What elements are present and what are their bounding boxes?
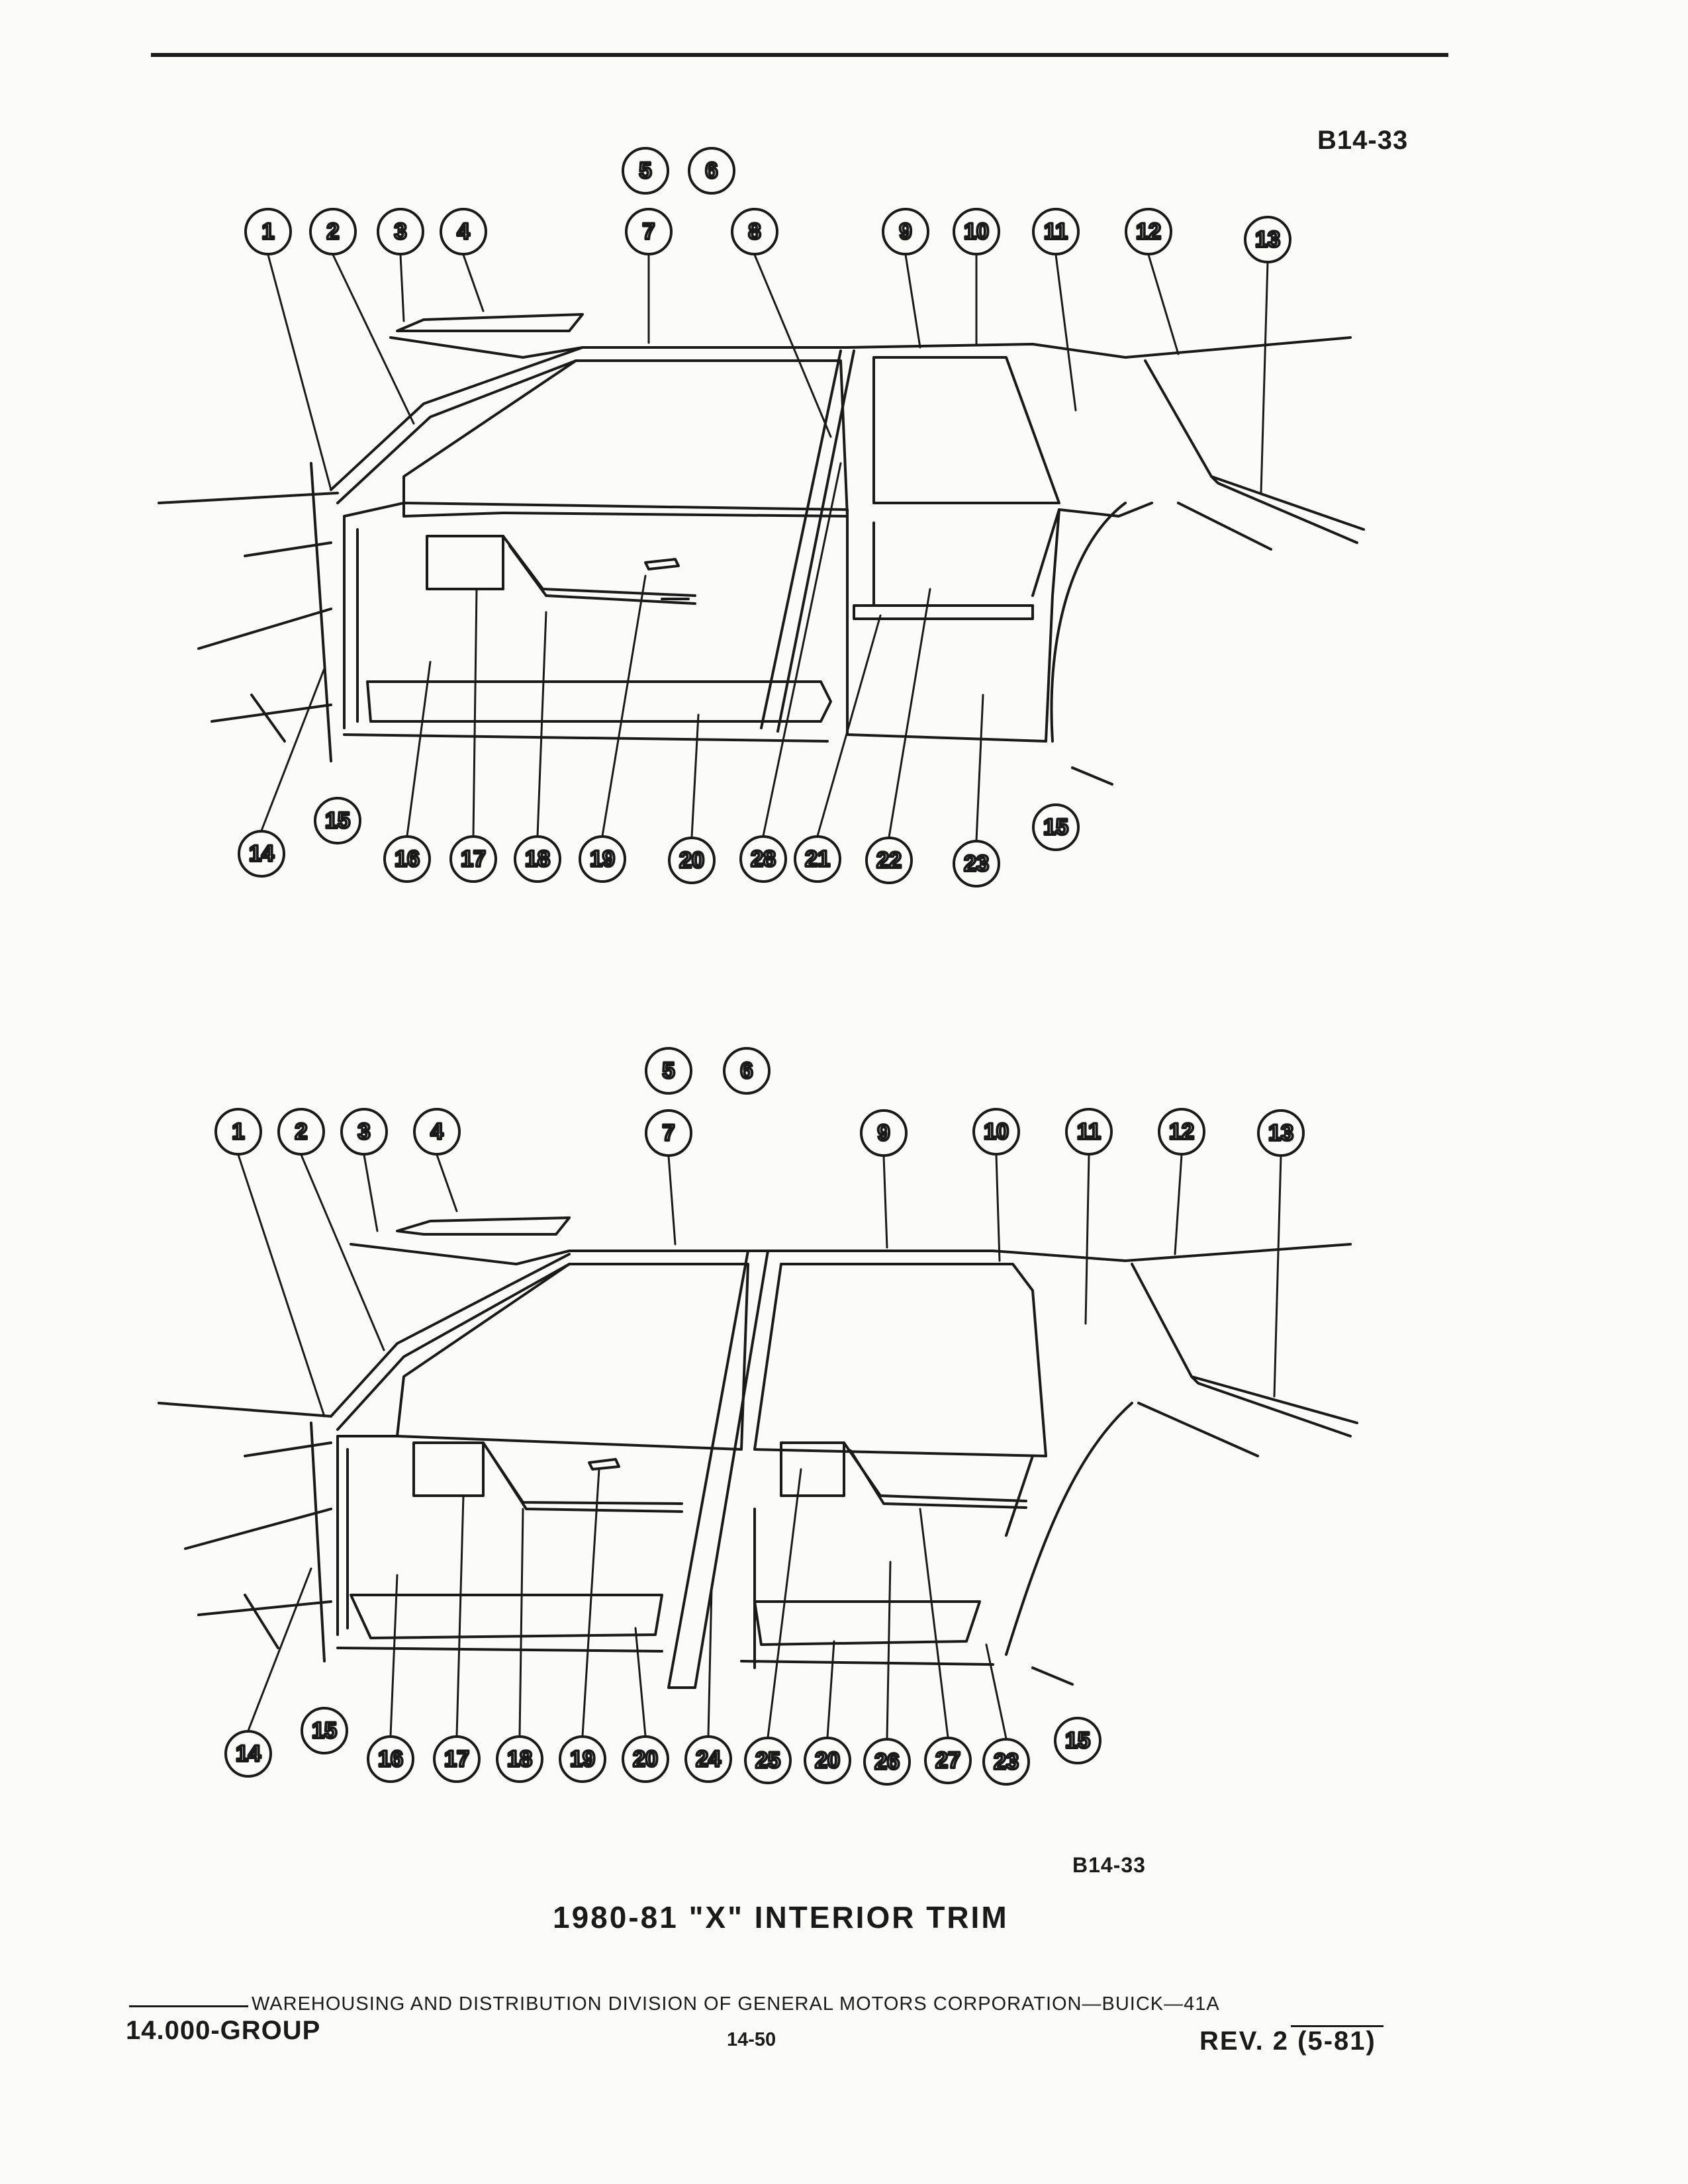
footer-revision: REV. 2 (5-81) [1199, 2026, 1376, 2056]
callout-label: 13 [1268, 1120, 1293, 1146]
callout-label: 11 [1077, 1119, 1101, 1144]
callout-label: 8 [749, 219, 761, 244]
figure-code-bottom: B14-33 [1072, 1853, 1146, 1877]
callout-label: 15 [312, 1718, 337, 1743]
callout-label: 23 [994, 1749, 1019, 1774]
callout-label: 19 [590, 846, 615, 872]
callout-label: 18 [507, 1747, 532, 1772]
callout-label: 14 [236, 1741, 261, 1766]
footer-rule-right [1291, 2025, 1383, 2027]
callout-label: 15 [1043, 815, 1068, 840]
callout-label: 25 [755, 1748, 780, 1773]
callout-label: 15 [1065, 1728, 1090, 1753]
callout-label: 16 [395, 846, 420, 872]
callout-label: 26 [874, 1749, 900, 1774]
callout-label: 12 [1169, 1119, 1194, 1144]
callout-label: 28 [751, 846, 776, 872]
callout-label: 20 [815, 1748, 840, 1773]
callout-label: 9 [900, 219, 912, 244]
callouts-top: 5 6 1 2 3 4 7 8 9 10 11 12 13 15 14 16 1… [238, 147, 1291, 887]
callout-label: 20 [679, 848, 704, 873]
callout-label: 27 [935, 1748, 961, 1773]
callout-label: 15 [325, 808, 350, 833]
callout-label: 3 [358, 1119, 371, 1144]
callout-label: 13 [1255, 227, 1280, 252]
callout-label: 4 [457, 219, 470, 244]
callout-label: 1 [232, 1119, 245, 1144]
callout-label: 6 [741, 1058, 753, 1083]
figure-code-top: B14-33 [1317, 126, 1409, 155]
callout-label: 20 [633, 1747, 658, 1772]
callout-label: 19 [570, 1747, 595, 1772]
callout-label: 7 [663, 1120, 675, 1146]
callout-label: 2 [295, 1119, 308, 1144]
callout-label: 14 [249, 841, 274, 866]
callout-label: 24 [696, 1747, 721, 1772]
callout-label: 18 [525, 846, 550, 872]
footer-division: WAREHOUSING AND DISTRIBUTION DIVISION OF… [252, 1993, 1220, 2015]
footer-page-number: 14-50 [727, 2029, 776, 2050]
callout-label: 22 [876, 848, 902, 873]
callout-label: 3 [395, 219, 407, 244]
callout-label: 17 [444, 1747, 469, 1772]
callout-label: 9 [878, 1120, 890, 1146]
top-rule [151, 53, 1448, 57]
vehicle-outline-bottom [158, 1216, 1358, 1689]
callout-label: 7 [643, 219, 655, 244]
callout-label: 1 [262, 219, 275, 244]
figure-caption: 1980-81 "X" INTERIOR TRIM [553, 1900, 1009, 1934]
callout-label: 21 [805, 846, 830, 872]
footer-group: 14.000-GROUP [126, 2016, 321, 2045]
vehicle-outline-top [158, 313, 1365, 786]
top-view-diagram: 5 6 1 2 3 4 7 8 9 10 11 12 13 15 14 16 1… [158, 147, 1365, 887]
callout-label: 4 [431, 1119, 444, 1144]
footer-rule-left [129, 2005, 248, 2007]
callout-label: 17 [461, 846, 486, 872]
callout-label: 2 [327, 219, 340, 244]
callout-label: 6 [706, 158, 718, 183]
callout-label: 12 [1136, 219, 1161, 244]
callout-label: 23 [964, 851, 989, 876]
callout-label: 10 [984, 1119, 1009, 1144]
leader-lines-top [260, 253, 1269, 842]
callout-label: 5 [663, 1058, 675, 1083]
callout-label: 5 [639, 158, 652, 183]
callout-label: 10 [964, 219, 989, 244]
callout-label: 11 [1044, 219, 1068, 244]
bottom-view-diagram: 5 6 1 2 3 4 7 9 10 11 12 13 14 15 16 17 … [158, 1047, 1358, 1786]
leader-lines-bottom [237, 1154, 1282, 1740]
callout-label: 16 [378, 1747, 403, 1772]
